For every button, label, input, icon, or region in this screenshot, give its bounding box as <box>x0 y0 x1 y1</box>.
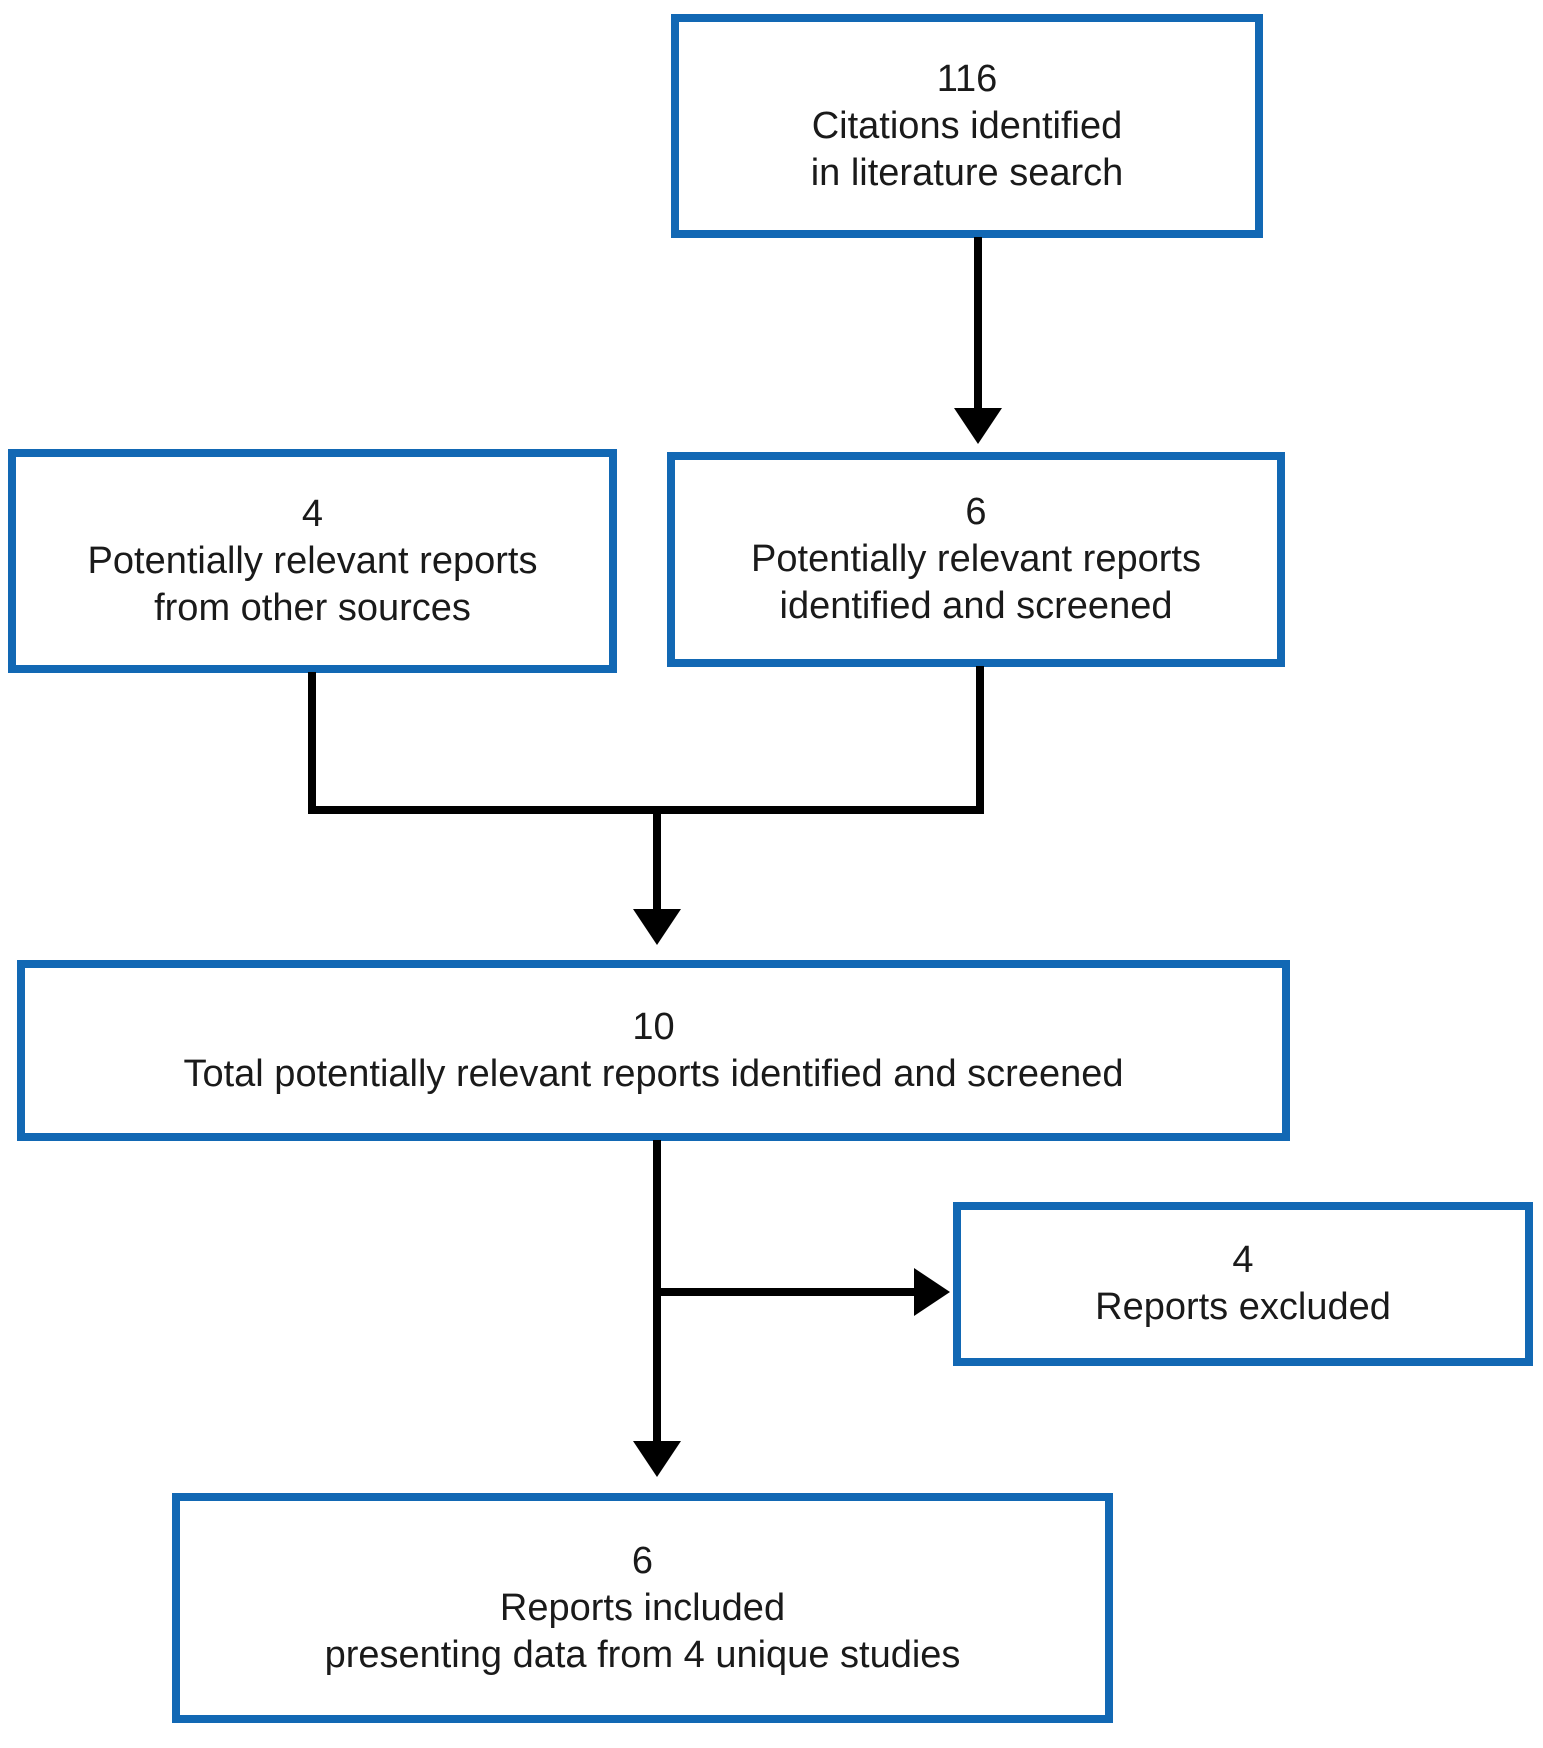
identified-label-line1: Potentially relevant reports <box>751 538 1201 580</box>
arrowhead-into-identified-icon <box>954 408 1002 444</box>
other-sources-label-line2: from other sources <box>154 586 471 629</box>
connector-branch-to-excluded <box>657 1288 914 1296</box>
identified-count: 6 <box>965 491 987 533</box>
box-reports-included: 6 Reports included presenting data from … <box>172 1493 1113 1723</box>
connector-merge-to-total <box>653 806 661 909</box>
excluded-label: Reports excluded <box>1095 1286 1391 1328</box>
connector-merge-horizontal <box>308 806 984 814</box>
box-reports-excluded: 4 Reports excluded <box>953 1202 1533 1366</box>
other-sources-count: 4 <box>301 492 324 535</box>
connector-identified-down <box>976 666 984 814</box>
included-label-line1: Reports included <box>499 1586 786 1629</box>
connector-citations-to-identified <box>974 237 982 408</box>
arrowhead-into-total-icon <box>633 909 681 945</box>
identified-label-line2: identified and screened <box>779 585 1173 627</box>
box-reports-identified-screened: 6 Potentially relevant reports identifie… <box>667 452 1285 667</box>
connector-other-sources-down <box>308 672 316 814</box>
arrowhead-into-included-icon <box>633 1441 681 1477</box>
box-other-sources: 4 Potentially relevant reports from othe… <box>8 449 617 673</box>
included-count: 6 <box>631 1539 654 1582</box>
box-citations-identified: 116 Citations identified in literature s… <box>671 14 1263 238</box>
box-total-screened: 10 Total potentially relevant reports id… <box>17 960 1290 1141</box>
total-count: 10 <box>632 1005 675 1048</box>
citations-label-line1: Citations identified <box>811 104 1123 147</box>
arrowhead-into-excluded-icon <box>914 1268 950 1316</box>
included-label-line2: presenting data from 4 unique studies <box>324 1633 961 1676</box>
total-label: Total potentially relevant reports ident… <box>183 1052 1124 1095</box>
excluded-count: 4 <box>1232 1239 1254 1281</box>
citations-label-line2: in literature search <box>810 151 1124 194</box>
citations-count: 116 <box>936 57 998 100</box>
other-sources-label-line1: Potentially relevant reports <box>87 539 538 582</box>
